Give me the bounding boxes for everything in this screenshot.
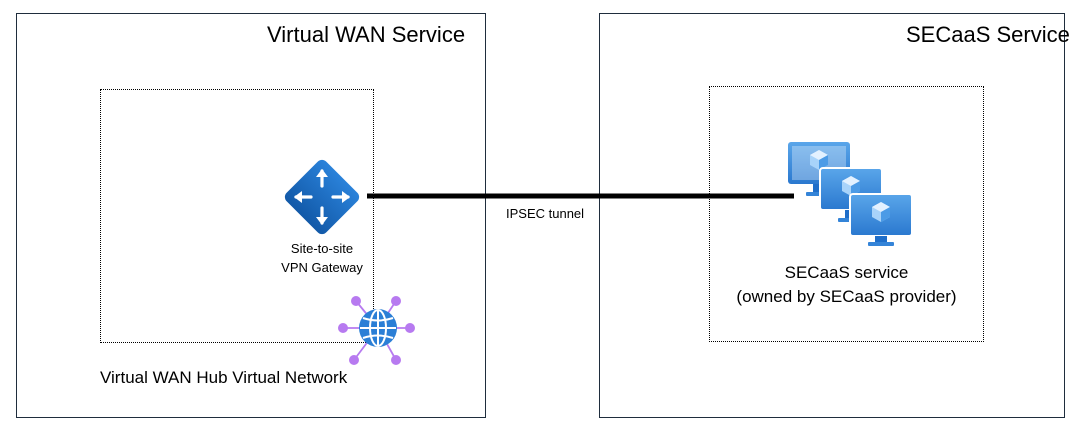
virtual-wan-service-container: [16, 13, 486, 418]
ipsec-tunnel-label: IPSEC tunnel: [506, 206, 585, 221]
vpn-gateway-icon: [284, 159, 360, 235]
vpn-gateway-label-line1: Site-to-site: [290, 241, 354, 256]
secaas-boundary: [709, 86, 984, 342]
secaas-service-container: [599, 13, 1065, 418]
virtual-wan-hub-icon: [338, 296, 415, 365]
secaas-service-label-line1: SECaaS service: [784, 263, 909, 282]
vpn-gateway-label-line2: VPN Gateway: [281, 260, 363, 275]
vpn-gateway-label: Site-to-site VPN Gateway: [272, 239, 372, 277]
virtual-wan-hub-label: Virtual WAN Hub Virtual Network: [100, 368, 348, 387]
secaas-service-label: SECaaS service (owned by SECaaS provider…: [709, 261, 984, 309]
virtual-wan-service-title: Virtual WAN Service: [267, 22, 466, 47]
virtual-wan-hub-boundary: [100, 89, 374, 343]
secaas-service-title: SECaaS Service: [906, 22, 1070, 47]
virtual-machines-icon: [788, 142, 913, 246]
secaas-service-label-line2: (owned by SECaaS provider): [736, 287, 957, 306]
